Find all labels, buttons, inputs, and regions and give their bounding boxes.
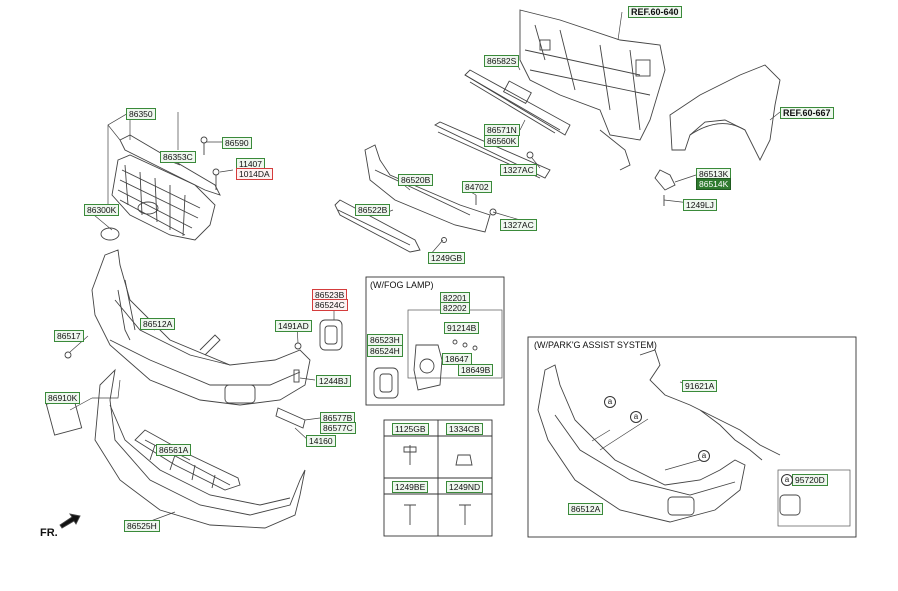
callout-a-3: a	[698, 450, 710, 462]
part-95720D-label: 95720D	[792, 474, 828, 486]
part-91621A-label: 91621A	[682, 380, 718, 392]
emblem	[100, 227, 120, 241]
part-1249GB-label: 1249GB	[428, 252, 466, 264]
bracket-86522B	[334, 199, 421, 253]
part-1244BJ-label: 1244BJ	[316, 375, 351, 387]
lower-bumper-86525H	[94, 368, 306, 529]
fog-lamp	[413, 344, 443, 391]
part-86512A-label: 86512A	[140, 318, 176, 330]
part-86910K-label: 86910K	[45, 392, 81, 404]
part-1327AC-label-lower: 1327AC	[500, 219, 537, 231]
part-86517-label: 86517	[54, 330, 84, 342]
park-assist-box-title: (W/PARK'G ASSIST SYSTEM)	[534, 340, 657, 350]
part-84702-label: 84702	[462, 181, 492, 193]
part-1249LJ-label: 1249LJ	[683, 199, 717, 211]
callout-a-2: a	[630, 411, 642, 423]
fog-lamp-box-title: (W/FOG LAMP)	[370, 280, 434, 290]
ref-60-667-label: REF.60-667	[780, 107, 834, 119]
bracket-86513K	[654, 169, 676, 191]
part-86525H-label: 86525H	[124, 520, 160, 532]
part-86522B-label: 86522B	[355, 204, 391, 216]
harness-91621A	[639, 349, 781, 461]
part-86514K-label: 86514K	[696, 178, 732, 190]
part-1014DA-label: 1014DA	[236, 168, 273, 180]
bumper-cover-86512A	[91, 249, 311, 406]
fastener-1249ND-label: 1249ND	[446, 481, 484, 493]
callout-a-4: a	[781, 474, 793, 486]
fender	[669, 64, 781, 162]
radiator-support	[519, 9, 666, 141]
ref-60-640-label: REF.60-640	[628, 6, 682, 18]
fastener-1334CB-label: 1334CB	[446, 423, 483, 435]
fastener-1125GB-label: 1125GB	[392, 423, 429, 435]
beam-86582S	[464, 69, 571, 136]
part-86582S-label: 86582S	[484, 55, 520, 67]
part-1327AC-label-upper: 1327AC	[500, 164, 537, 176]
part-86520B-label: 86520B	[398, 174, 434, 186]
part-86353C-label: 86353C	[160, 151, 196, 163]
part-86577C-label: 86577C	[320, 422, 356, 434]
part-86524C-label: 86524C	[312, 299, 348, 311]
front-direction-label: FR.	[40, 527, 58, 539]
callout-a-1: a	[604, 396, 616, 408]
part-86350-label: 86350	[126, 108, 156, 120]
part-86300K-label: 86300K	[84, 204, 120, 216]
part-82202-label: 82202	[440, 302, 470, 314]
absorber-86520B	[364, 144, 491, 233]
fastener-1249BE-label: 1249BE	[392, 481, 429, 493]
bumper-cover-park	[537, 364, 746, 523]
part-86561A-label: 86561A	[156, 444, 192, 456]
part-1491AD-label: 1491AD	[275, 320, 312, 332]
part-91214B-label: 91214B	[444, 322, 480, 334]
part-14160-label: 14160	[306, 435, 336, 447]
beam-86560K	[434, 121, 551, 179]
bezel-86523B	[319, 319, 343, 351]
grille-86300K	[111, 154, 216, 241]
part-86590-label: 86590	[222, 137, 252, 149]
part-18647-label: 18647	[442, 353, 472, 365]
lower-grille-86561A	[134, 429, 241, 491]
part-86560K-label: 86560K	[484, 135, 520, 147]
part-86512A-park-label: 86512A	[568, 503, 604, 515]
part-18649B-label: 18649B	[458, 364, 494, 376]
bar-86577B	[275, 407, 306, 429]
part-86524H-label: 86524H	[367, 345, 403, 357]
